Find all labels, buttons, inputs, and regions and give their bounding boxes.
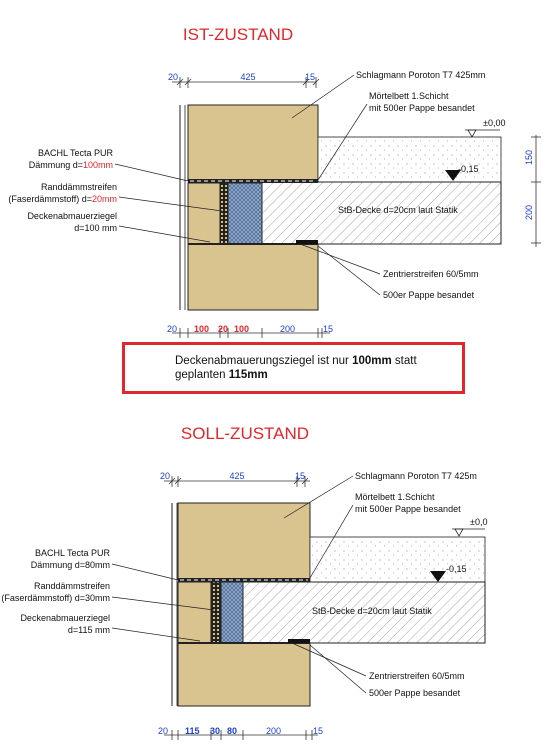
soll-bottom-dimension xyxy=(164,730,318,740)
soll-label-edge-2: (Faserdämmstoff) d=30mm xyxy=(1,593,110,603)
note-line1-c: statt xyxy=(391,355,417,367)
soll-title: SOLL-ZUSTAND xyxy=(181,424,309,443)
ist-label-edge-2: (Faserdämmstoff) d=20mm xyxy=(8,194,117,204)
ist-centering-strip xyxy=(296,240,318,244)
soll-label-block: Schlagmann Poroton T7 425m xyxy=(355,471,477,481)
soll-label-centering: Zentrierstreifen 60/5mm xyxy=(369,671,465,681)
ist-label-edge-1: Randdämmstreifen xyxy=(41,182,117,192)
soll-label-insul-2: Dämmung d=80mm xyxy=(31,560,110,570)
ist-label-slab: StB-Decke d=20cm laut Statik xyxy=(338,205,458,215)
ist-label-centering: Zentrierstreifen 60/5mm xyxy=(383,269,479,279)
soll-screed xyxy=(309,536,486,583)
soll-dim-top-20: 20 xyxy=(160,471,170,481)
ist-pur-insulation xyxy=(227,182,263,245)
soll-dim-top-15: 15 xyxy=(295,471,305,481)
ist-dim-bot-100a: 100 xyxy=(194,324,209,334)
soll-label-brick-1: Deckenabmauerziegel xyxy=(20,613,110,623)
soll-centering-strip xyxy=(288,639,310,643)
ist-section: IST-ZUSTAND 20 425 15 xyxy=(8,25,541,338)
ist-level-00-marker xyxy=(465,129,500,138)
soll-dim-bot-80: 80 xyxy=(227,726,237,736)
ist-screed xyxy=(317,136,502,183)
ist-vert-dim-200: 200 xyxy=(524,205,534,220)
ist-dim-top-425: 425 xyxy=(240,72,255,82)
soll-edge-brick xyxy=(177,581,212,644)
ist-label-mortar-2: mit 500er Pappe besandet xyxy=(369,103,475,113)
ist-label-insul-2: Dämmung d=100mm xyxy=(29,160,113,170)
soll-level-015-marker xyxy=(430,571,446,582)
note-line1-b: 100mm xyxy=(352,355,392,367)
ist-bottom-dimension xyxy=(172,328,330,338)
note-line2-b: 115mm xyxy=(228,369,268,381)
note-line2-a: geplanten xyxy=(175,369,229,381)
soll-label-mortar-2: mit 500er Pappe besandet xyxy=(355,504,461,514)
soll-label-slab: StB-Decke d=20cm laut Statik xyxy=(312,606,432,616)
ist-dim-top-20: 20 xyxy=(168,72,178,82)
soll-label-insul-1: BACHL Tecta PUR xyxy=(35,548,111,558)
soll-dim-top-425: 425 xyxy=(229,471,244,481)
soll-label-edge-1: Randdämmstreifen xyxy=(34,581,110,591)
note-line1-a: Deckenabmauerungsziegel ist nur xyxy=(175,355,353,367)
soll-label-cardboard: 500er Pappe besandet xyxy=(369,688,461,698)
soll-dim-bot-15: 15 xyxy=(313,726,323,736)
soll-level-00-marker xyxy=(452,528,485,537)
ist-vert-dim-150: 150 xyxy=(524,150,534,165)
ist-dim-top-15: 15 xyxy=(305,72,315,82)
soll-dim-bot-20a: 20 xyxy=(158,726,168,736)
soll-top-dimension xyxy=(164,476,310,487)
ist-level-00: ±0,00 xyxy=(483,118,505,128)
ist-level-015: -0,15 xyxy=(458,164,479,174)
soll-dim-bot-115: 115 xyxy=(185,726,200,736)
ist-dim-bot-100b: 100 xyxy=(234,324,249,334)
ist-edge-strip xyxy=(219,182,229,245)
ist-vert-dimension xyxy=(531,135,541,247)
ist-dim-bot-15: 15 xyxy=(323,324,333,334)
ist-edge-brick xyxy=(187,182,221,245)
ist-label-block: Schlagmann Poroton T7 425mm xyxy=(356,70,485,80)
note-text: Deckenabmauerungsziegel ist nur 100mm st… xyxy=(175,354,455,382)
ist-dim-bot-200: 200 xyxy=(280,324,295,334)
soll-section: SOLL-ZUSTAND 20 425 15 xyxy=(1,424,487,740)
ist-label-mortar-1: Mörtelbett 1.Schicht xyxy=(369,91,449,101)
soll-dim-bot-30: 30 xyxy=(210,726,220,736)
ist-dim-bot-20b: 20 xyxy=(218,324,228,334)
soll-level-00: ±0,0 xyxy=(470,517,487,527)
ist-dim-bot-20a: 20 xyxy=(167,324,177,334)
soll-pur-insulation xyxy=(220,581,244,644)
ist-label-brick-1: Deckenabmauerziegel xyxy=(27,211,117,221)
ist-top-dimension xyxy=(172,77,320,88)
soll-wall-lower xyxy=(177,642,311,707)
ist-wall-lower xyxy=(187,243,319,311)
soll-dim-bot-200: 200 xyxy=(266,726,281,736)
soll-label-brick-2: d=115 mm xyxy=(68,625,110,635)
ist-level-015-marker xyxy=(445,170,461,181)
soll-label-mortar-1: Mörtelbett 1.Schicht xyxy=(355,492,435,502)
soll-level-015: -0,15 xyxy=(446,564,467,574)
ist-label-cardboard: 500er Pappe besandet xyxy=(383,290,475,300)
soll-edge-strip xyxy=(210,581,222,644)
note-box: Deckenabmauerungsziegel ist nur 100mm st… xyxy=(122,342,465,394)
ist-label-insul-1: BACHL Tecta PUR xyxy=(38,148,114,158)
ist-label-brick-2: d=100 mm xyxy=(74,223,117,233)
ist-title: IST-ZUSTAND xyxy=(183,25,293,44)
ist-wall-upper xyxy=(187,104,319,181)
